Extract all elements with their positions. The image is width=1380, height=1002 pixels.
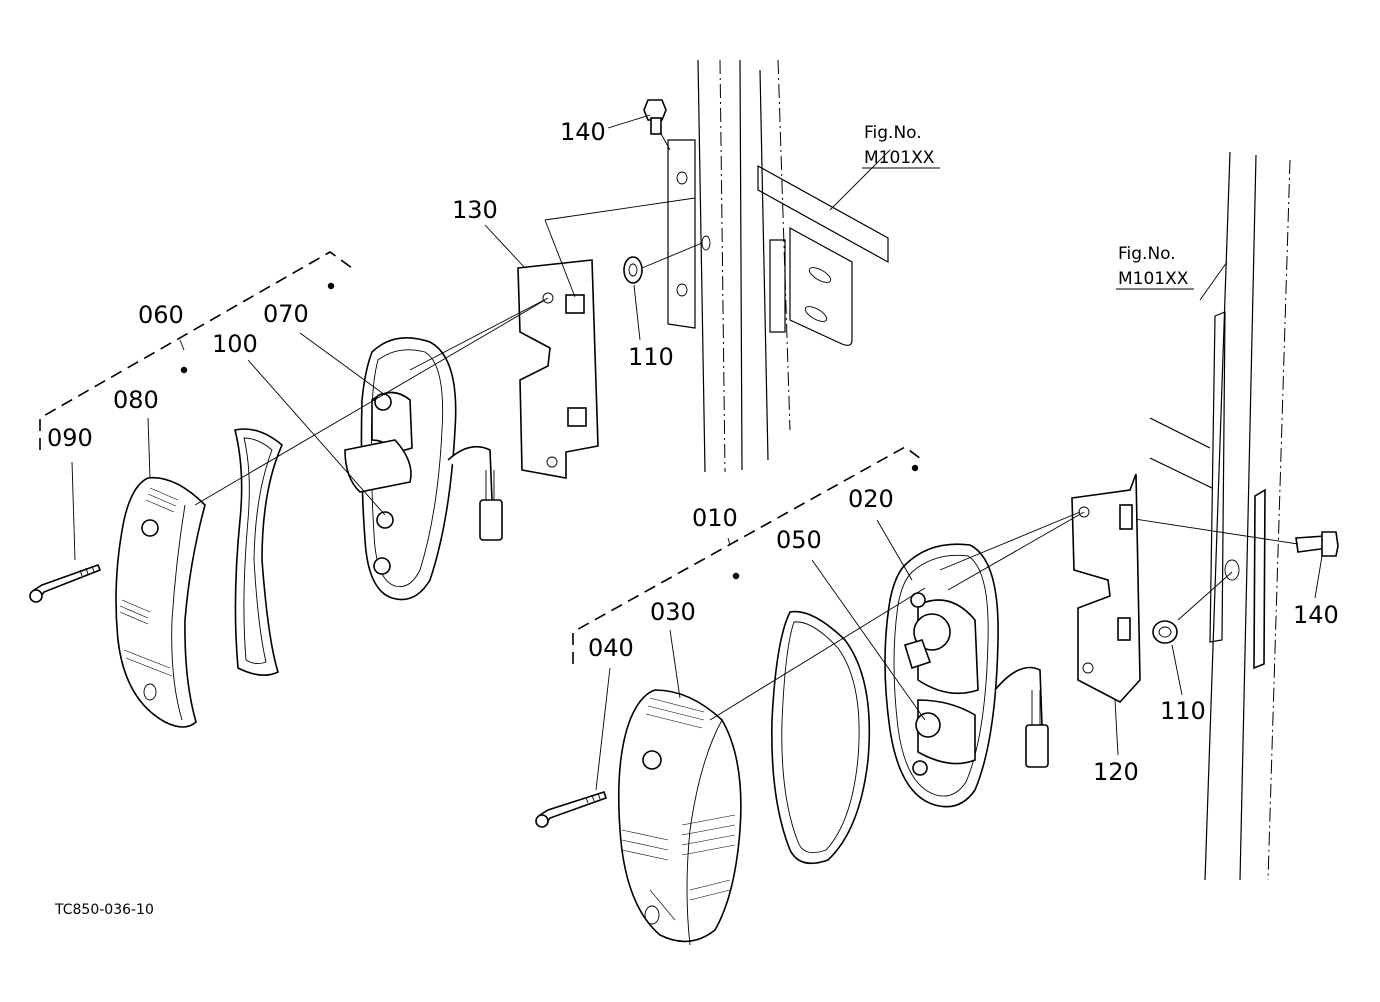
- part-label-080: 080: [113, 386, 159, 414]
- lamp-housing-lower: [884, 511, 1085, 808]
- fig-ref-number: M101XX: [1118, 269, 1189, 289]
- part-label-140-right: 140: [1293, 601, 1339, 629]
- part-label-060: 060: [138, 301, 184, 329]
- dashed-boundary-010: [572, 446, 926, 664]
- part-label-130: 130: [452, 196, 498, 224]
- screw-upper: [29, 563, 102, 603]
- figure-reference-right: Fig.No. M101XX: [1116, 244, 1194, 290]
- bracket-120: [1071, 473, 1141, 703]
- lamp-seal-upper: [234, 428, 283, 676]
- part-label-070: 070: [263, 300, 309, 328]
- bolt-upper: [643, 99, 671, 151]
- part-label-140-upper: 140: [560, 118, 606, 146]
- bolt-right: [1127, 517, 1339, 557]
- part-label-100: 100: [212, 330, 258, 358]
- figure-reference-upper: Fig.No. M101XX: [862, 123, 940, 169]
- part-label-020: 020: [848, 485, 894, 513]
- fig-ref-prefix: Fig.No.: [864, 123, 922, 143]
- drawing-code: TC850-036-10: [54, 902, 154, 918]
- dot-markers: [180, 282, 919, 580]
- part-labels: 140 130 110 060 070 100 080 090 010 020 …: [47, 118, 1339, 786]
- dashed-boundary-060: [39, 251, 353, 450]
- grommet-upper: [623, 242, 703, 284]
- part-label-120: 120: [1093, 758, 1139, 786]
- part-label-040: 040: [588, 634, 634, 662]
- part-label-110-right: 110: [1160, 697, 1206, 725]
- grommet-right: [1152, 571, 1233, 644]
- lamp-housing-upper: [344, 297, 549, 601]
- part-label-050: 050: [776, 526, 822, 554]
- screw-lower: [535, 790, 608, 828]
- mounting-plate-upper: [667, 139, 711, 329]
- part-label-030: 030: [650, 598, 696, 626]
- lamp-lens-upper: [115, 299, 546, 728]
- part-label-090: 090: [47, 424, 93, 452]
- part-label-010: 010: [692, 504, 738, 532]
- cab-frame-upper: [697, 59, 889, 473]
- fig-ref-prefix: Fig.No.: [1118, 244, 1176, 264]
- leader-lines: [71, 114, 1323, 791]
- lamp-seal-lower: [771, 610, 871, 865]
- lamp-lens-lower: [617, 587, 926, 946]
- fig-ref-number: M101XX: [864, 148, 935, 168]
- bracket-130: [517, 197, 696, 479]
- cab-frame-right: [1149, 151, 1291, 881]
- part-label-110-upper: 110: [628, 343, 674, 371]
